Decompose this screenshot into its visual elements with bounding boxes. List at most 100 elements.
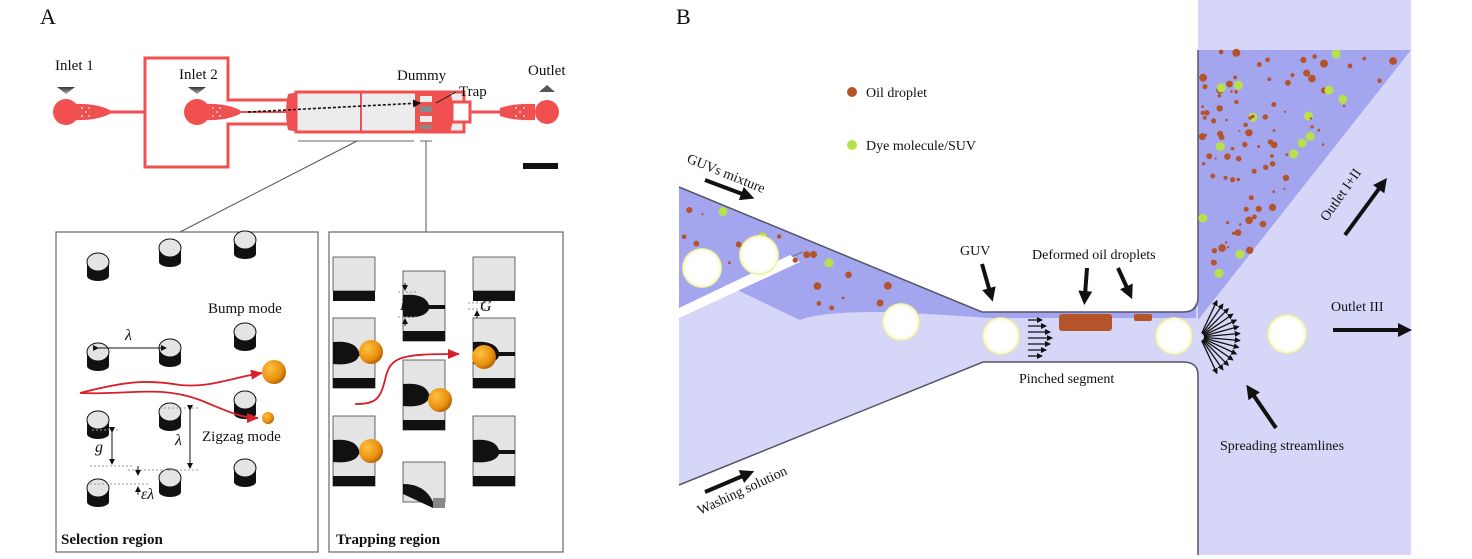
streamline-arrow — [1203, 338, 1238, 355]
sample-stream-pinch — [990, 300, 1196, 318]
oil-droplet — [1270, 154, 1274, 158]
oil-droplet — [876, 299, 884, 307]
streamline-arrow — [1202, 338, 1234, 361]
inlet-2-label: Inlet 2 — [179, 67, 218, 83]
oil-droplet — [1251, 168, 1257, 174]
oil-droplet — [1347, 63, 1353, 69]
oil-droplet — [883, 281, 892, 290]
bypass-channel-top — [143, 56, 288, 112]
oil-droplet — [1218, 49, 1224, 55]
oil-droplet — [1245, 129, 1253, 137]
spreading-streamlines-label: Spreading streamlines — [1220, 439, 1344, 454]
dye-molecule — [1331, 49, 1341, 59]
oil-droplet — [1243, 122, 1248, 128]
incoming-particle — [472, 345, 496, 369]
oil-droplet — [1211, 118, 1217, 124]
trapped-particle — [359, 439, 383, 463]
oil-droplet — [1243, 206, 1249, 212]
pillar — [233, 322, 257, 351]
outlet-filter — [500, 103, 535, 121]
trap-length-L-label: L — [399, 297, 409, 314]
guv — [1155, 317, 1193, 355]
trap-post — [402, 270, 446, 342]
streamline-arrow — [1201, 303, 1224, 335]
inlet-2-port — [184, 99, 210, 125]
dye-molecule — [824, 258, 834, 268]
oil-droplet — [1285, 79, 1291, 86]
oil-droplet — [1218, 244, 1226, 252]
pillar — [86, 478, 110, 507]
trap-post — [332, 256, 376, 301]
oil-droplet — [1283, 187, 1286, 190]
oil-droplet — [1233, 75, 1238, 80]
oil-droplet — [1235, 155, 1242, 162]
deformed-droplet-arrow — [1078, 267, 1093, 305]
streamline-arrow — [1201, 299, 1218, 334]
oil-droplet — [1248, 195, 1254, 201]
oil-droplet — [845, 271, 852, 279]
oil-droplet — [1252, 214, 1257, 220]
spreading-streamlines-pointer — [1246, 384, 1278, 430]
trap-post — [402, 461, 446, 508]
oil-droplet — [1216, 105, 1223, 112]
pillar — [158, 402, 182, 431]
oil-droplet — [1248, 116, 1252, 120]
oil-droplet — [1232, 48, 1241, 57]
oil-droplet — [1210, 173, 1216, 179]
outlet-3-label: Outlet III — [1331, 300, 1384, 315]
deformed-oil-droplet — [1134, 314, 1152, 321]
oil-droplet — [1234, 229, 1242, 237]
oil-droplet — [1272, 129, 1276, 132]
dye-molecule — [1338, 94, 1348, 104]
epsilon-lambda-label: ελ — [141, 486, 154, 503]
oil-droplet — [1389, 57, 1397, 65]
oil-droplet — [1206, 153, 1213, 160]
oil-droplet — [1317, 128, 1321, 132]
particle-trajectory — [354, 349, 460, 405]
oil-droplet — [1218, 134, 1225, 141]
gap-g-label: g — [95, 439, 103, 456]
oil-droplet — [813, 282, 822, 290]
oil-droplet — [829, 305, 835, 311]
pillar — [86, 252, 110, 281]
streamline-arrow — [1203, 319, 1238, 336]
inlet-1-filter — [74, 103, 110, 121]
oil-droplet — [1223, 175, 1228, 180]
oil-droplet — [693, 240, 700, 247]
inlet-1-marker-icon — [57, 87, 75, 94]
oil-droplet — [1234, 99, 1239, 105]
panel-b: B — [676, 0, 1412, 555]
oil-droplet — [1202, 115, 1207, 120]
dye-molecule — [1198, 213, 1208, 223]
oil-droplet — [1269, 161, 1276, 167]
oil-droplet — [1224, 241, 1228, 244]
oil-droplet — [1270, 141, 1278, 149]
legend-oil-swatch — [847, 87, 857, 97]
oil-droplet — [1257, 145, 1261, 148]
oil-droplet — [1217, 93, 1222, 98]
trap-post — [472, 256, 516, 301]
oil-droplet — [816, 301, 822, 306]
guv-label: GUV — [960, 244, 990, 259]
deformed-oil-droplet — [1059, 314, 1112, 331]
streamline-arrow — [1201, 339, 1224, 371]
trap-post — [332, 415, 376, 487]
guv-vesicles — [682, 235, 1307, 355]
oil-droplet — [1256, 62, 1262, 67]
oil-droplet — [1290, 73, 1295, 78]
spreading-streamlines-arrows — [1201, 299, 1241, 375]
guv — [882, 303, 920, 341]
oil-droplet — [1242, 141, 1248, 148]
oil-droplet — [792, 257, 798, 263]
outlet-port — [535, 100, 559, 124]
oil-droplet — [1272, 190, 1275, 193]
oil-droplet — [1229, 177, 1236, 183]
oil-droplet — [1303, 69, 1311, 77]
legend-oil-label: Oil droplet — [866, 86, 927, 101]
dye-molecule — [1215, 142, 1225, 151]
oil-droplet — [686, 207, 693, 214]
bump-mode-trajectory — [79, 369, 263, 394]
oil-droplet — [1285, 153, 1289, 157]
deformed-oil-droplets-label: Deformed oil droplets — [1032, 248, 1156, 263]
oil-droplet — [1255, 205, 1262, 212]
